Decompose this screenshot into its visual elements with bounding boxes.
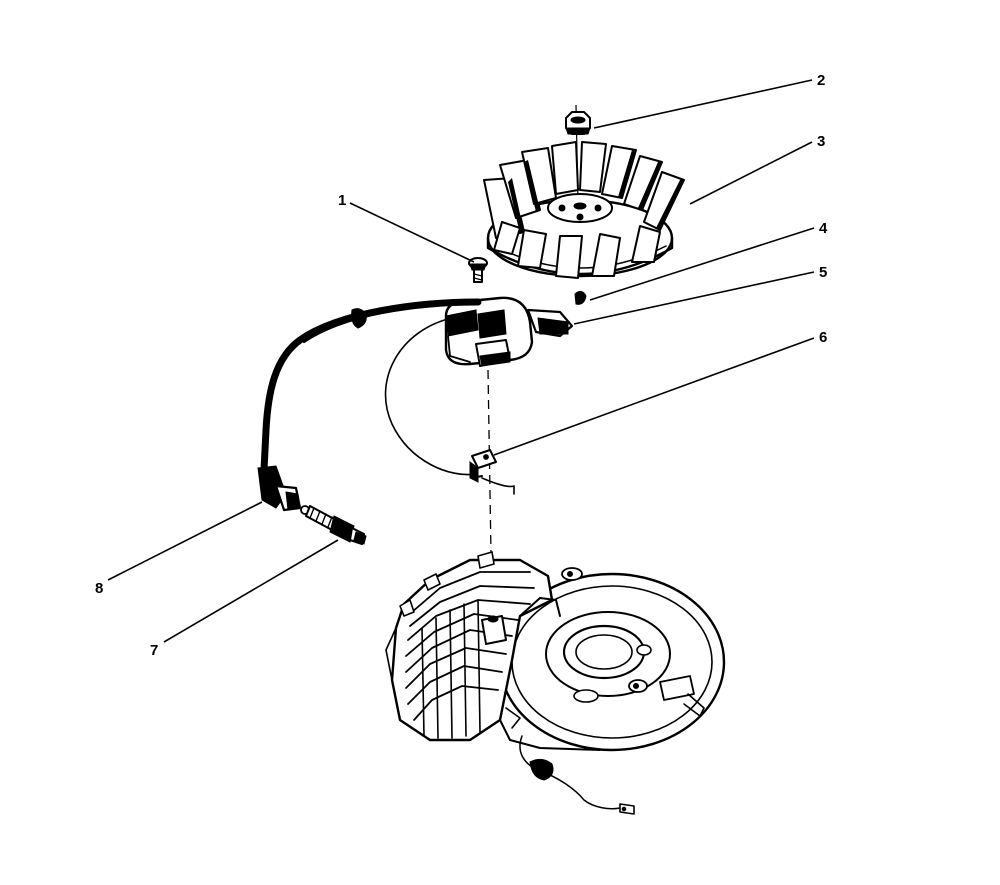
callout-7: 7 <box>150 642 158 659</box>
callout-5: 5 <box>819 264 827 281</box>
leader-1 <box>349 202 475 263</box>
callout-6: 6 <box>819 329 827 346</box>
stop-wire <box>519 735 635 815</box>
flywheel <box>483 141 685 279</box>
leader-7 <box>163 539 339 643</box>
leader-6 <box>493 337 815 456</box>
callout-3: 3 <box>817 133 825 150</box>
spark-plug <box>300 505 367 545</box>
ground-bracket <box>469 449 497 483</box>
flywheel-nut <box>565 111 591 135</box>
callout-1: 1 <box>338 192 346 209</box>
leader-lines <box>107 79 815 643</box>
callout-4: 4 <box>819 220 828 237</box>
ignition-module <box>444 296 574 367</box>
leader-2 <box>593 79 813 129</box>
leader-8 <box>107 501 263 581</box>
leader-5 <box>573 271 815 325</box>
leader-3 <box>689 141 813 205</box>
leader-4 <box>589 227 815 301</box>
ground-wire <box>384 317 515 495</box>
assembly-center-line <box>487 369 493 616</box>
mounting-screw <box>468 257 488 283</box>
callout-2: 2 <box>817 72 825 89</box>
callout-8: 8 <box>95 580 103 597</box>
flywheel-key <box>574 290 587 305</box>
spark-plug-lead <box>257 298 482 512</box>
engine-block <box>385 551 726 752</box>
